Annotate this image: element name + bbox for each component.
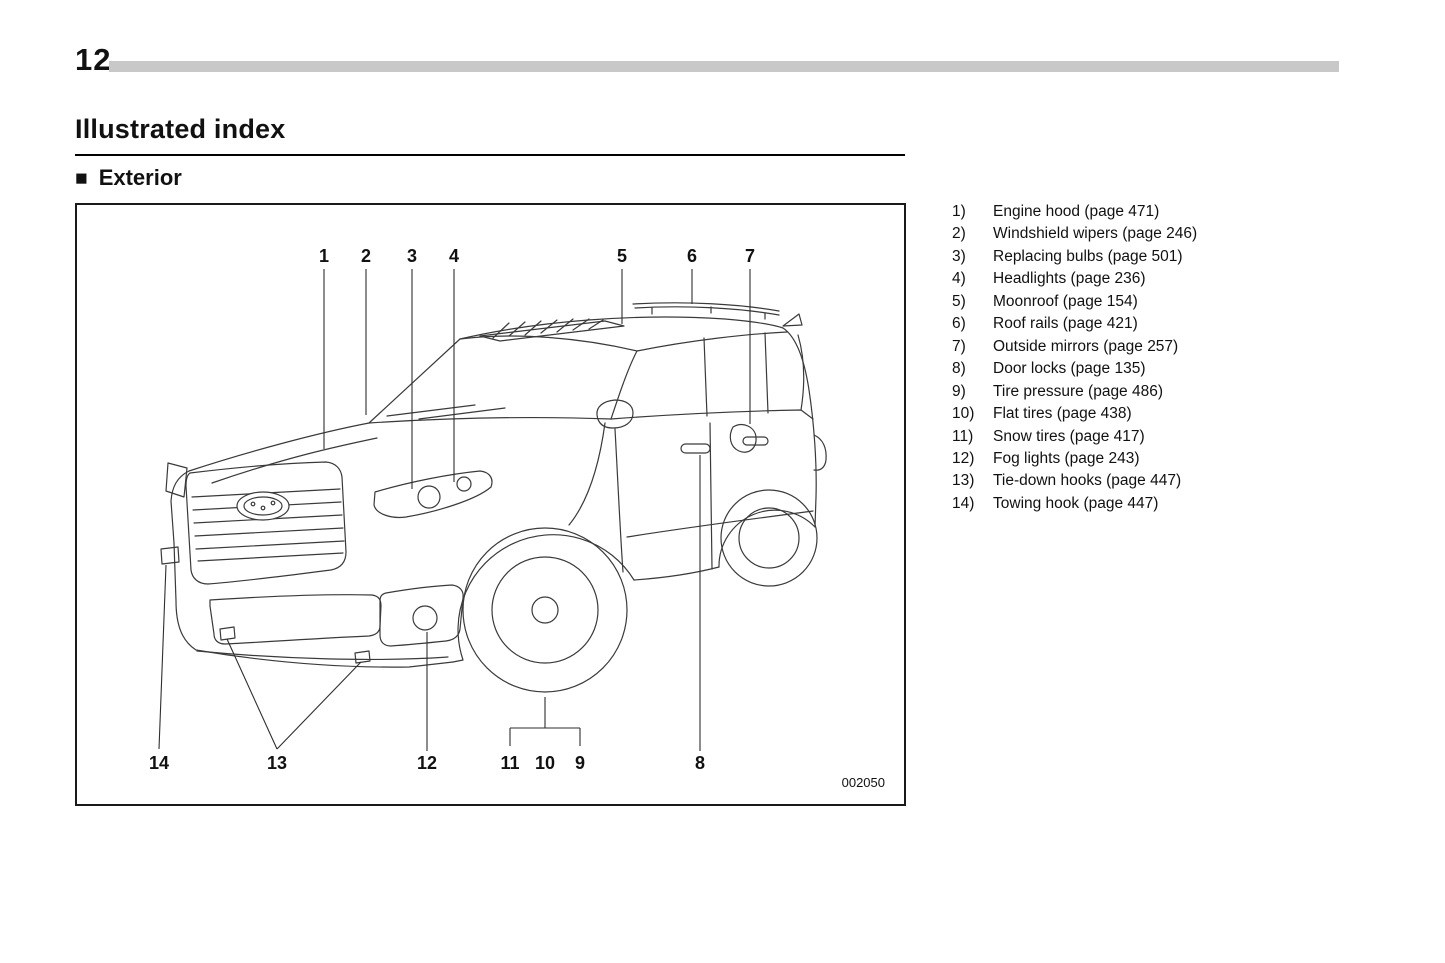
front-details <box>160 461 493 664</box>
callout-number-7: 7 <box>745 246 755 266</box>
index-item-number: 5) <box>952 292 966 310</box>
index-item-number: 2) <box>952 225 966 243</box>
index-item-label: Engine hood (page 471) <box>993 203 1160 220</box>
index-item: 10) Flat tires (page 438) <box>952 403 1282 425</box>
index-item-number: 10) <box>952 405 975 423</box>
index-item: 8) Door locks (page 135) <box>952 358 1282 380</box>
rear-door-handle <box>742 436 769 446</box>
callout-number-5: 5 <box>617 246 627 266</box>
index-item: 11) Snow tires (page 417) <box>952 426 1282 448</box>
rear-wheel <box>720 489 818 587</box>
index-item-label: Door locks (page 135) <box>993 360 1146 378</box>
index-item-number: 6) <box>952 315 966 333</box>
callout-number-1: 1 <box>319 246 329 266</box>
index-item-label: Snow tires (page 417) <box>993 427 1145 445</box>
index-item-label: Roof rails (page 421) <box>993 315 1138 333</box>
callout-number-6: 6 <box>687 246 697 266</box>
callout-number-9: 9 <box>575 753 585 773</box>
index-item-label: Flat tires (page 438) <box>993 405 1132 423</box>
callout-number-3: 3 <box>407 246 417 266</box>
callout-number-14: 14 <box>149 753 169 773</box>
index-list: 1) Engine hood (page 471) 2) Windshield … <box>952 201 1282 515</box>
callout-number-4: 4 <box>449 246 459 266</box>
index-item-number: 9) <box>952 382 966 400</box>
grille <box>185 461 347 585</box>
index-item-label: Tire pressure (page 486) <box>993 382 1164 400</box>
index-item: 7) Outside mirrors (page 257) <box>952 336 1282 358</box>
car-body-outline <box>170 316 827 668</box>
front-wheel <box>462 527 628 693</box>
index-item: 6) Roof rails (page 421) <box>952 313 1282 335</box>
index-item: 9) Tire pressure (page 486) <box>952 381 1282 403</box>
index-item-number: 11) <box>952 427 974 445</box>
tie-down-hook-left <box>219 626 236 641</box>
wheels <box>462 489 818 693</box>
callout-number-12: 12 <box>417 753 437 773</box>
page-title: Illustrated index <box>75 114 905 156</box>
index-item: 13) Tie-down hooks (page 447) <box>952 470 1282 492</box>
section-heading: ■ Exterior <box>75 165 182 191</box>
tie-down-hook-right <box>354 650 371 664</box>
callout-number-11: 11 <box>500 753 519 773</box>
header-rule <box>109 61 1339 72</box>
index-item: 2) Windshield wipers (page 246) <box>952 223 1282 245</box>
index-item-number: 1) <box>952 203 966 220</box>
index-item-label: Fog lights (page 243) <box>993 449 1140 467</box>
index-item-number: 14) <box>952 494 975 512</box>
mirrors-and-handles <box>596 399 769 454</box>
roof-details <box>479 302 803 342</box>
index-item-number: 13) <box>952 472 975 490</box>
wheel-callout-bracket <box>509 697 581 746</box>
headlight <box>373 470 493 519</box>
far-headlight <box>165 462 188 498</box>
moonroof <box>479 320 625 342</box>
section-title: Exterior <box>98 165 182 190</box>
index-item-number: 3) <box>952 247 966 265</box>
callout-number-13: 13 <box>267 753 287 773</box>
index-item-label: Towing hook (page 447) <box>993 494 1159 512</box>
index-item-number: 4) <box>952 270 966 288</box>
index-item-label: Tie-down hooks (page 447) <box>993 472 1182 490</box>
exterior-diagram-box: 1 2 3 4 5 6 7 14 13 12 11 10 9 8 002050 <box>75 203 906 806</box>
lower-intake <box>209 594 382 645</box>
callout-leader-lines <box>158 269 751 751</box>
index-item-label: Windshield wipers (page 246) <box>993 225 1198 243</box>
index-item: 1) Engine hood (page 471) <box>952 201 1282 223</box>
antenna-fin <box>782 313 803 327</box>
index-item: 12) Fog lights (page 243) <box>952 448 1282 470</box>
index-item: 3) Replacing bulbs (page 501) <box>952 246 1282 268</box>
index-item-label: Headlights (page 236) <box>993 270 1146 288</box>
callout-number-2: 2 <box>361 246 371 266</box>
figure-code: 002050 <box>842 775 885 790</box>
index-item: 5) Moonroof (page 154) <box>952 291 1282 313</box>
fog-light-recess <box>379 584 464 647</box>
page-number: 12 <box>75 42 112 77</box>
index-item-label: Moonroof (page 154) <box>993 292 1138 310</box>
index-item-number: 7) <box>952 337 966 355</box>
front-door-handle <box>680 443 711 454</box>
index-item: 4) Headlights (page 236) <box>952 268 1282 290</box>
roof-rails <box>632 302 780 316</box>
callout-number-8: 8 <box>695 753 705 773</box>
index-item-number: 8) <box>952 360 966 378</box>
car-exterior-illustration: 1 2 3 4 5 6 7 14 13 12 11 10 9 8 002050 <box>149 246 885 790</box>
index-item-number: 12) <box>952 449 975 467</box>
index-item-label: Replacing bulbs (page 501) <box>993 247 1183 265</box>
far-side-mirror <box>729 424 757 453</box>
near-side-mirror <box>596 399 634 429</box>
callout-numbers: 1 2 3 4 5 6 7 14 13 12 11 10 9 8 <box>149 246 755 773</box>
index-item-label: Outside mirrors (page 257) <box>993 337 1179 355</box>
index-item: 14) Towing hook (page 447) <box>952 493 1282 515</box>
callout-number-10: 10 <box>535 753 555 773</box>
section-square-icon: ■ <box>75 166 88 190</box>
towing-hook <box>160 546 180 565</box>
fog-light <box>412 605 438 631</box>
